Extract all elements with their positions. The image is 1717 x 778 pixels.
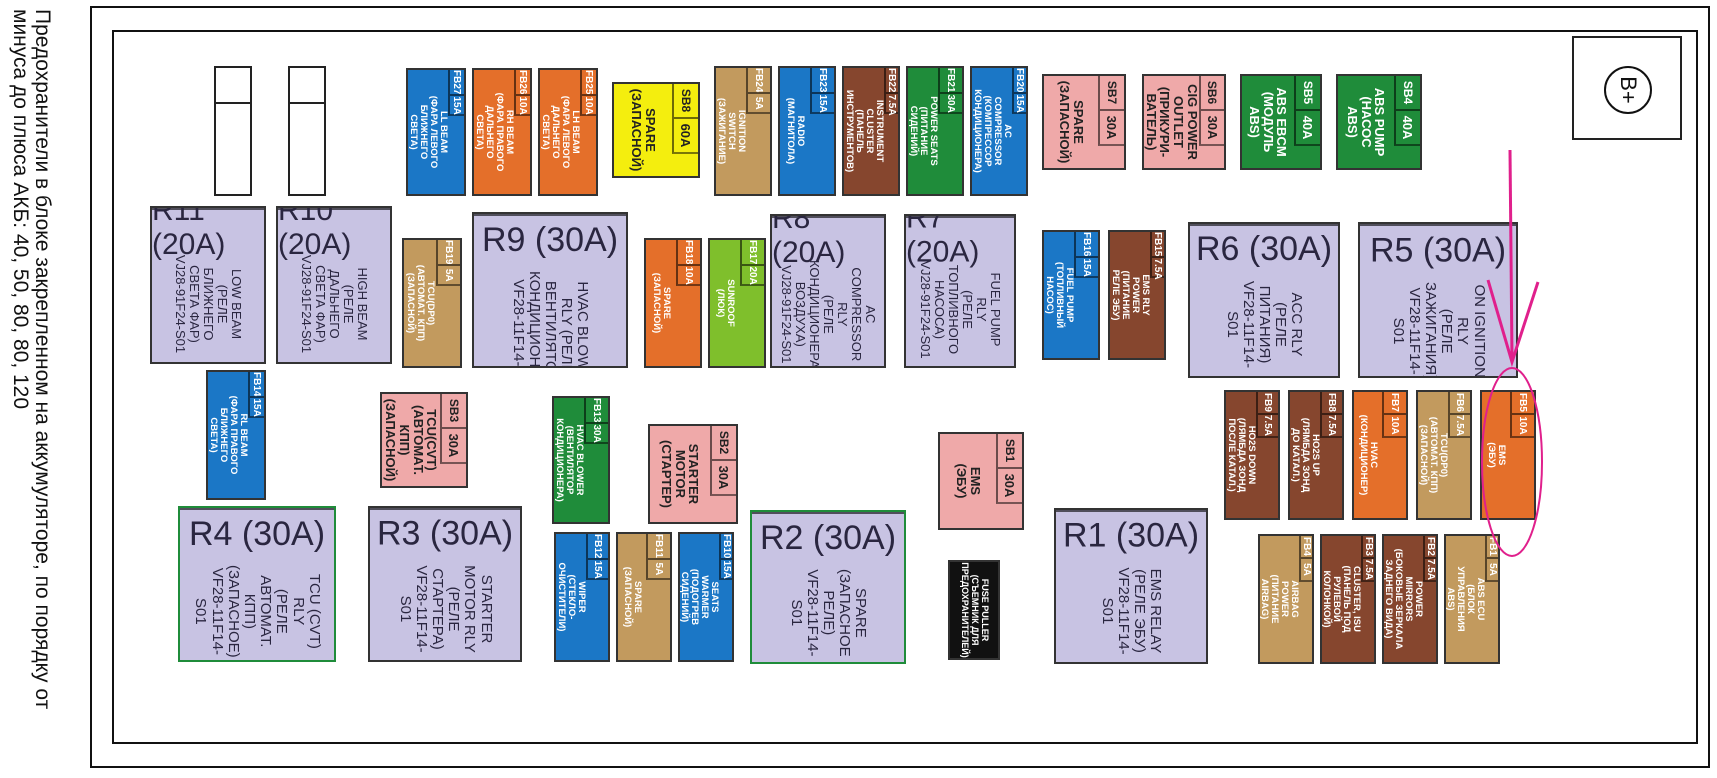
relay-r7: R7 (20A)FUEL PUMP RLY (РЕЛЕ ТОПЛИВНОГО Н… xyxy=(904,214,1016,368)
battery-positive-terminal: B+ xyxy=(1572,36,1682,140)
blank-slot-2 xyxy=(288,66,326,196)
relay-r6: R6 (30A)ACC RLY (РЕЛЕ ПИТАНИЯ) VF28-11F1… xyxy=(1188,222,1340,378)
fuse-box-outer-frame xyxy=(90,6,1710,768)
annotation-arrow-icon xyxy=(1508,149,1514,359)
relay-r2: R2 (30A)SPARE (ЗАПАСНОЕ РЕЛЕ) VF28-11F14… xyxy=(750,510,906,664)
annotation-circle-icon xyxy=(1481,367,1543,557)
relay-r3: R3 (30A)STARTER MOTOR RLY (РЕЛЕ СТАРТЕРА… xyxy=(368,506,522,662)
relay-r5: R5 (30A)ON IGNITION RLY (РЕЛЕ ЗАЖИГАНИЯ)… xyxy=(1358,222,1518,378)
relay-r1: R1 (30A)EMS RELAY (РЕЛЕ ЭБУ) VF28-11F14-… xyxy=(1054,508,1208,664)
relay-r10: R10 (20A)HIGH BEAM (РЕЛЕ ДАЛЬНЕГО СВЕТА … xyxy=(276,206,392,364)
relay-r9: R9 (30A)HVAC BLOWER RLY (РЕЛЕ ВЕНТИЛЯТОР… xyxy=(472,212,628,368)
annotation-arrowhead-icon xyxy=(1486,279,1540,368)
relay-r11: R11 (20A)LOW BEAM (РЕЛЕ БЛИЖНЕГО СВЕТА Ф… xyxy=(150,206,266,364)
fuse-box-inner-frame xyxy=(112,30,1698,744)
relay-r4: R4 (30A)TCU (CVT) RLY (РЕЛЕ АВТОМАТ. КПП… xyxy=(178,506,336,662)
blank-slot-1 xyxy=(214,66,252,196)
fuse-puller[interactable]: FUSE PULLER (СЪЕМНИК ДЛЯ ПРЕДОХРАНИТЕЛЕЙ… xyxy=(948,560,1000,660)
relay-r8: R8 (20A)AC COMPRESSOR RLY (РЕЛЕ КОНДИЦИО… xyxy=(770,214,886,368)
